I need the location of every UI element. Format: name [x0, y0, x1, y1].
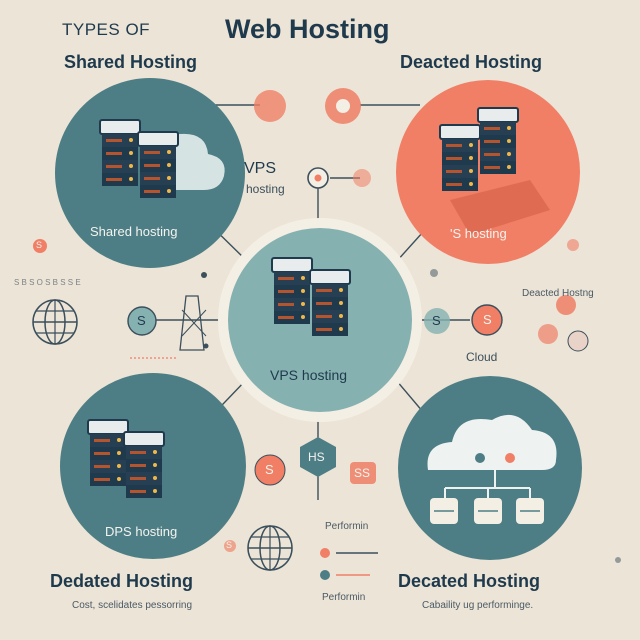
hex-badge-text: HS	[308, 450, 325, 464]
circle-label-dps: DPS hosting	[105, 524, 178, 539]
footer-left: Cost, scelidates pessorring	[72, 600, 193, 611]
footer-right: Cabaility ug performinge.	[422, 600, 534, 611]
performance-label-bottom: Performin	[322, 592, 366, 603]
badge-s-right-alt-text: S	[432, 313, 441, 328]
people-icon	[556, 295, 576, 315]
badge-s-bottom	[254, 454, 286, 486]
toggle-dot	[320, 548, 330, 558]
small-badge-bottom-text: S	[226, 540, 233, 550]
corner-title-bottom-left: Dedated Hosting	[50, 571, 194, 591]
shared-hosting-circle	[55, 78, 245, 268]
page-title: Web Hosting	[225, 14, 390, 44]
server-icon	[87, 419, 129, 487]
globe-icon	[32, 299, 78, 345]
top-decor	[254, 88, 371, 189]
vps-hosting-circle	[218, 218, 422, 422]
circle-label-shared: Shared hosting	[90, 224, 178, 239]
server-icon	[99, 119, 141, 187]
people-icon	[538, 324, 558, 344]
people-icon	[567, 330, 589, 352]
bottom-decor	[224, 437, 621, 580]
right-decor	[424, 239, 589, 352]
circle-label-dedicated: 'S hosting	[450, 226, 507, 241]
left-decor	[32, 239, 293, 571]
server-icon	[137, 131, 179, 199]
corner-title-bottom-right: Decated Hosting	[398, 571, 541, 591]
corner-title-top-left: Shared Hosting	[64, 52, 198, 72]
badge-s-bottom-text: S	[265, 462, 274, 477]
corner-title-top-right: Deacted Hosting	[400, 52, 543, 72]
types-of-label: TYPES OF	[62, 20, 151, 39]
vps-sub-label: hosting	[246, 182, 285, 196]
orb-icon	[254, 90, 286, 122]
node-icon	[353, 169, 371, 187]
dedicated-hosting-circle	[396, 80, 580, 264]
badge-s-right-alt	[424, 308, 450, 334]
small-badge-left-text: S	[36, 240, 43, 250]
orb-icon	[336, 99, 350, 113]
ss-badge-text: SS	[354, 466, 371, 480]
performance-label-top: Performin	[325, 521, 369, 532]
toggle-dot	[320, 570, 330, 580]
badge-s-right-text: S	[483, 312, 492, 327]
server-icon	[309, 269, 351, 337]
left-faded-label: S B S O S B S S E	[14, 278, 81, 287]
ss-badge	[350, 462, 376, 484]
server-icon	[439, 124, 481, 192]
server-icon	[271, 257, 313, 325]
dps-hosting-circle	[60, 373, 246, 559]
badge-s-left-text: S	[137, 313, 146, 328]
hex-badge	[300, 437, 336, 477]
vps-label: VPS	[244, 160, 277, 177]
cloud-icon	[427, 414, 557, 470]
badge-s-right	[471, 304, 503, 336]
tower-icon	[179, 295, 205, 351]
cloud-hosting-circle	[398, 376, 582, 560]
server-icon	[477, 107, 519, 175]
right-dedicated-label: Deacted Hostng	[522, 288, 594, 299]
server-icon	[123, 431, 165, 499]
globe-icon	[247, 525, 293, 571]
cloud-label: Cloud	[466, 350, 498, 364]
badge-s-left	[127, 306, 157, 336]
dot-icon	[33, 239, 47, 253]
circle-label-vps: VPS hosting	[270, 367, 348, 383]
